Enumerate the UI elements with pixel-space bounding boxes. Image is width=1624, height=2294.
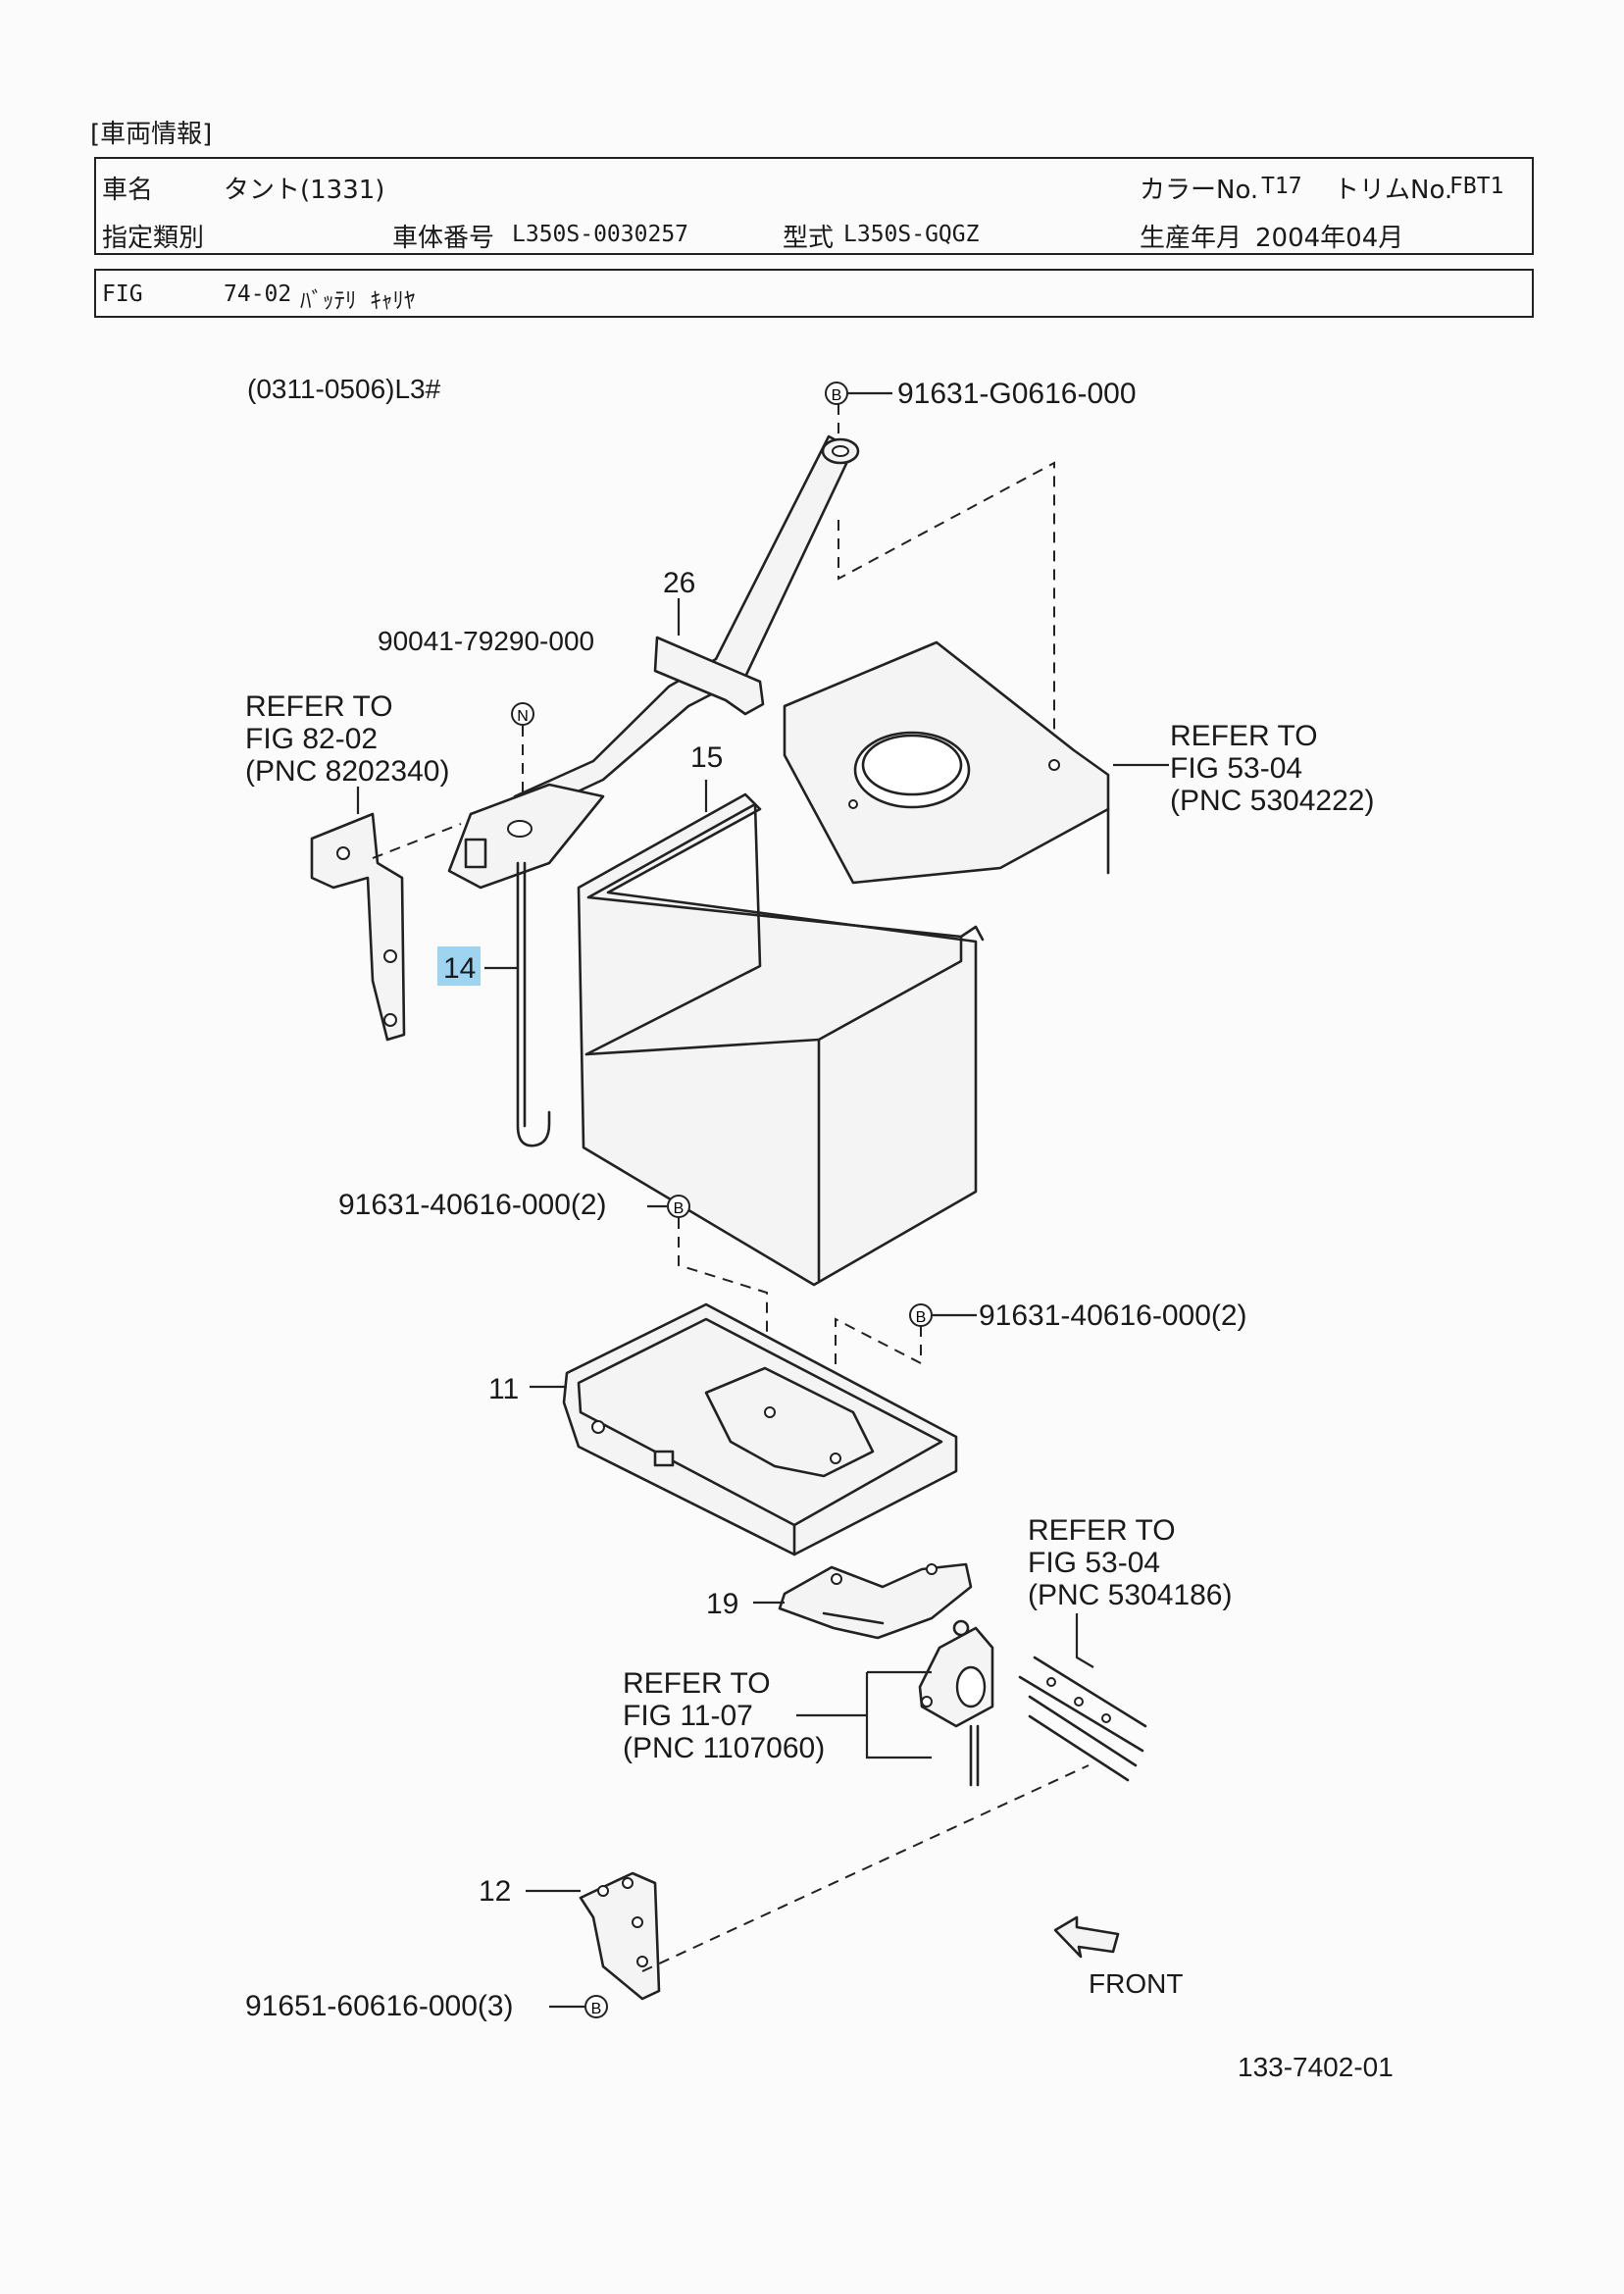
battery-box bbox=[577, 792, 985, 1287]
front-label: FRONT bbox=[1089, 1968, 1183, 1999]
trim-value: FBT1 bbox=[1449, 174, 1504, 199]
ref-mid-right-leader bbox=[1075, 1613, 1094, 1668]
vehicle-info-box bbox=[94, 157, 1534, 255]
bolt-mid-right-dashed bbox=[835, 1317, 922, 1452]
ref-mount-bracket-leader bbox=[796, 1670, 932, 1759]
ref-mid-right-line1: REFER TO bbox=[1028, 1514, 1176, 1547]
callout-19: 19 bbox=[706, 1588, 738, 1620]
ref-top-right-line1: REFER TO bbox=[1170, 720, 1318, 752]
model-value: L350S-GQGZ bbox=[843, 222, 980, 247]
ref-mount-line3: (PNC 1107060) bbox=[623, 1732, 825, 1764]
model-label: 型式 bbox=[783, 224, 835, 253]
ref-mount-line1: REFER TO bbox=[623, 1667, 771, 1700]
body-frame-rail bbox=[1018, 1656, 1147, 1782]
bolt-symbol-top: B bbox=[825, 382, 848, 405]
fig-label: FIG bbox=[102, 281, 143, 307]
battery-hold-rod bbox=[516, 861, 551, 1147]
color-label: カラーNo. bbox=[1140, 176, 1259, 205]
production-value: 2004年04月 bbox=[1255, 224, 1404, 253]
ref-left-line2: FIG 82-02 bbox=[245, 723, 378, 755]
callout-15: 15 bbox=[690, 741, 723, 774]
front-arrow-icon bbox=[1053, 1915, 1120, 1959]
section-heading: [車両情報] bbox=[90, 120, 213, 149]
production-label: 生産年月 bbox=[1140, 224, 1243, 253]
bolt-symbol-mid-left: B bbox=[667, 1195, 690, 1218]
class-label: 指定類別 bbox=[102, 224, 205, 253]
svg-text:B: B bbox=[916, 1309, 927, 1326]
side-bracket-dashed bbox=[372, 823, 462, 859]
lower-bracket bbox=[579, 1871, 661, 2001]
trim-label: トリムNo. bbox=[1334, 176, 1453, 205]
ref-mid-right-line2: FIG 53-04 bbox=[1028, 1547, 1160, 1579]
battery-tray bbox=[562, 1302, 958, 1556]
fig-title: ﾊﾞｯﾃﾘ ｷｬﾘﾔ bbox=[300, 288, 416, 314]
callout-14-highlight bbox=[437, 946, 481, 986]
side-bracket bbox=[310, 812, 406, 1042]
callout-12: 12 bbox=[479, 1875, 511, 1908]
body-no-label: 車体番号 bbox=[392, 224, 495, 253]
svg-text:N: N bbox=[517, 708, 529, 725]
callout-11: 11 bbox=[488, 1373, 519, 1405]
ref-mid-right-line3: (PNC 5304186) bbox=[1028, 1579, 1232, 1611]
bolt-symbol-mid-right: B bbox=[909, 1303, 933, 1327]
body-no-value: L350S-0030257 bbox=[512, 222, 689, 247]
ref-left-line1: REFER TO bbox=[245, 690, 393, 723]
bolt-top-part-no: 91631-G0616-000 bbox=[897, 378, 1137, 410]
color-value: T17 bbox=[1261, 174, 1302, 199]
fig-info-box bbox=[94, 269, 1534, 318]
nut-part-no: 90041-79290-000 bbox=[378, 626, 594, 656]
bolt-mid-right-part-no: 91631-40616-000(2) bbox=[979, 1300, 1247, 1332]
svg-text:B: B bbox=[674, 1200, 685, 1217]
ref-left-line3: (PNC 8202340) bbox=[245, 755, 449, 788]
vehicle-name-label: 車名 bbox=[102, 176, 154, 205]
callout-26: 26 bbox=[663, 567, 695, 599]
engine-mount bbox=[918, 1619, 994, 1787]
fig-code: 74-02 bbox=[224, 281, 292, 307]
applicability-code: (0311-0506)L3# bbox=[247, 374, 441, 404]
callout-14: 14 bbox=[443, 952, 476, 985]
bolt-bottom-part-no: 91651-60616-000(3) bbox=[245, 1990, 514, 2022]
ref-mount-line2: FIG 11-07 bbox=[623, 1700, 753, 1732]
battery-cover bbox=[783, 640, 1110, 885]
tray-support-bracket bbox=[778, 1562, 973, 1640]
bolt-mid-left-part-no: 91631-40616-000(2) bbox=[338, 1189, 607, 1221]
ref-top-right-line2: FIG 53-04 bbox=[1170, 752, 1302, 785]
bolt-mid-left-dashed bbox=[678, 1218, 768, 1412]
ref-top-right-line3: (PNC 5304222) bbox=[1170, 785, 1374, 817]
svg-text:B: B bbox=[591, 2001, 602, 2017]
bolt-symbol-bottom: B bbox=[584, 1995, 608, 2018]
nut-symbol: N bbox=[511, 702, 534, 726]
lower-bracket-dashed bbox=[641, 1764, 1090, 1972]
drawing-number: 133-7402-01 bbox=[1238, 2052, 1394, 2082]
clamp-bracket bbox=[447, 783, 605, 890]
svg-text:B: B bbox=[832, 387, 842, 404]
vehicle-name-value: タント(1331) bbox=[224, 176, 385, 205]
